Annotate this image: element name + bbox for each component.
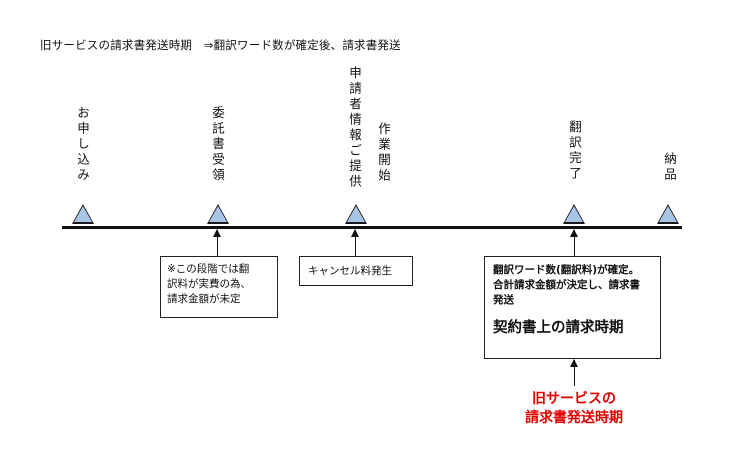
stage-marker-applicant [345,204,367,224]
arrow-cancel-note [351,229,359,257]
stage-label-work: 作業開始 [376,122,391,184]
note-text-translation: 翻訳ワード数(翻訳料)が確定。 合計請求金額が決定し、請求書 発送 [493,264,640,306]
stage-label-applicant: 申請者情報ご提供 [347,66,362,190]
stage-label-apply: お申し込み [75,106,90,184]
stage-marker-apply [72,204,94,224]
stage-marker-consent [207,204,229,224]
stage-marker-delivery [657,204,679,224]
stage-label-consent: 委託書受領 [210,106,225,184]
stage-label-delivery: 納品 [662,152,677,183]
contract-billing-timing: 契約書上の請求時期 [493,320,624,336]
arrow-consent-note [213,229,221,257]
note-box-consent: ※この段階では翻 訳料が実費の為、 請求金額が未定 [160,256,278,318]
note-box-cancel: キャンセル料発生 [299,256,413,286]
arrow-translation-note [570,229,578,257]
old-service-billing-label: 旧サービスの 請求書発送時期 [525,391,623,426]
note-text-cancel: キャンセル料発生 [308,265,392,277]
note-text-consent: ※この段階では翻 訳料が実費の為、 請求金額が未定 [167,263,251,305]
arrow-old-service [570,359,578,386]
note-box-translation: 翻訳ワード数(翻訳料)が確定。 合計請求金額が決定し、請求書 発送 契約書上の請… [484,256,661,359]
timeline-line [62,226,682,229]
stage-marker-translation [563,204,585,224]
diagram-title: 旧サービスの請求書発送時期 ⇒翻訳ワード数が確定後、請求書発送 [40,38,401,52]
stage-label-translation: 翻訳完了 [567,120,582,182]
